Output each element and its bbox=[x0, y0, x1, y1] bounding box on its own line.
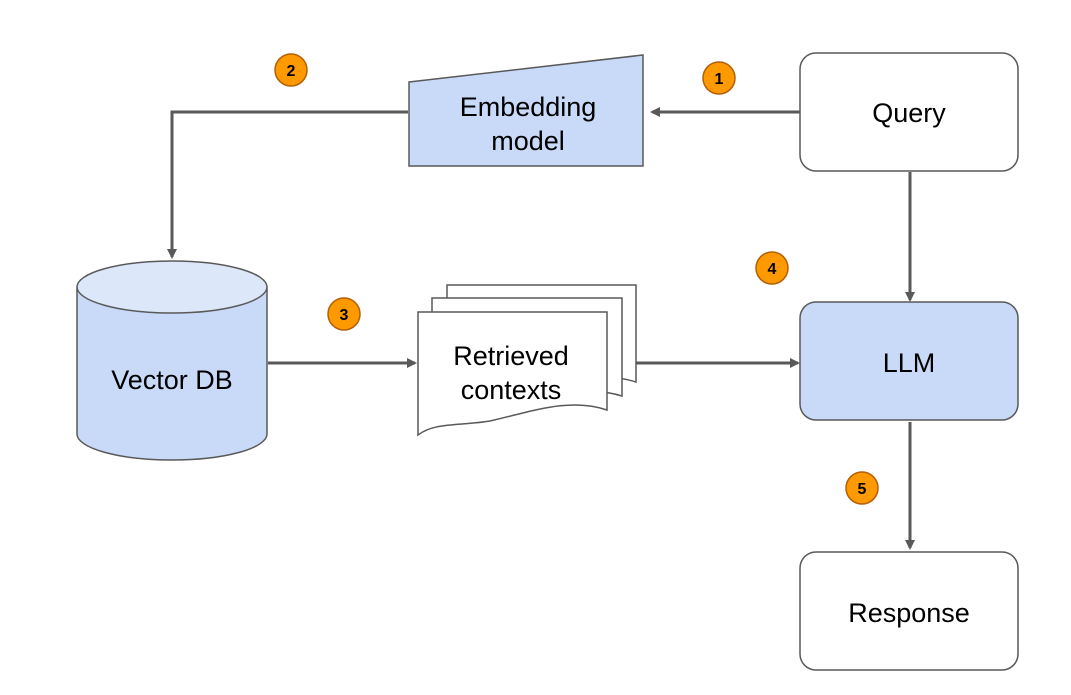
svg-text:5: 5 bbox=[858, 481, 867, 498]
response-label: Response bbox=[848, 598, 970, 628]
step-badge-2: 2 bbox=[274, 53, 308, 87]
retrieved-contexts-label-line1: Retrieved bbox=[453, 341, 569, 371]
arrow-embedding-to-vectordb bbox=[167, 110, 408, 259]
query-node: Query bbox=[799, 52, 1019, 172]
retrieved-contexts-node: Retrieved contexts bbox=[417, 284, 637, 437]
embedding-model-label-line2: model bbox=[491, 126, 565, 156]
retrieved-contexts-label-line2: contexts bbox=[461, 375, 562, 405]
svg-text:1: 1 bbox=[715, 71, 724, 88]
llm-node: LLM bbox=[799, 301, 1019, 421]
step-badge-1: 1 bbox=[702, 61, 736, 95]
query-label: Query bbox=[872, 98, 946, 128]
vector-db-node: Vector DB bbox=[76, 260, 268, 461]
vector-db-label: Vector DB bbox=[111, 365, 233, 395]
response-node: Response bbox=[799, 551, 1019, 671]
llm-label: LLM bbox=[883, 348, 936, 378]
step-badge-5: 5 bbox=[845, 471, 879, 505]
embedding-model-label-line1: Embedding bbox=[460, 92, 597, 122]
step-badge-4: 4 bbox=[755, 251, 789, 285]
step-badge-3: 3 bbox=[327, 297, 361, 331]
embedding-model-node: Embedding model bbox=[408, 54, 644, 167]
svg-text:2: 2 bbox=[287, 63, 296, 80]
svg-text:4: 4 bbox=[768, 261, 777, 278]
svg-text:3: 3 bbox=[340, 307, 349, 324]
